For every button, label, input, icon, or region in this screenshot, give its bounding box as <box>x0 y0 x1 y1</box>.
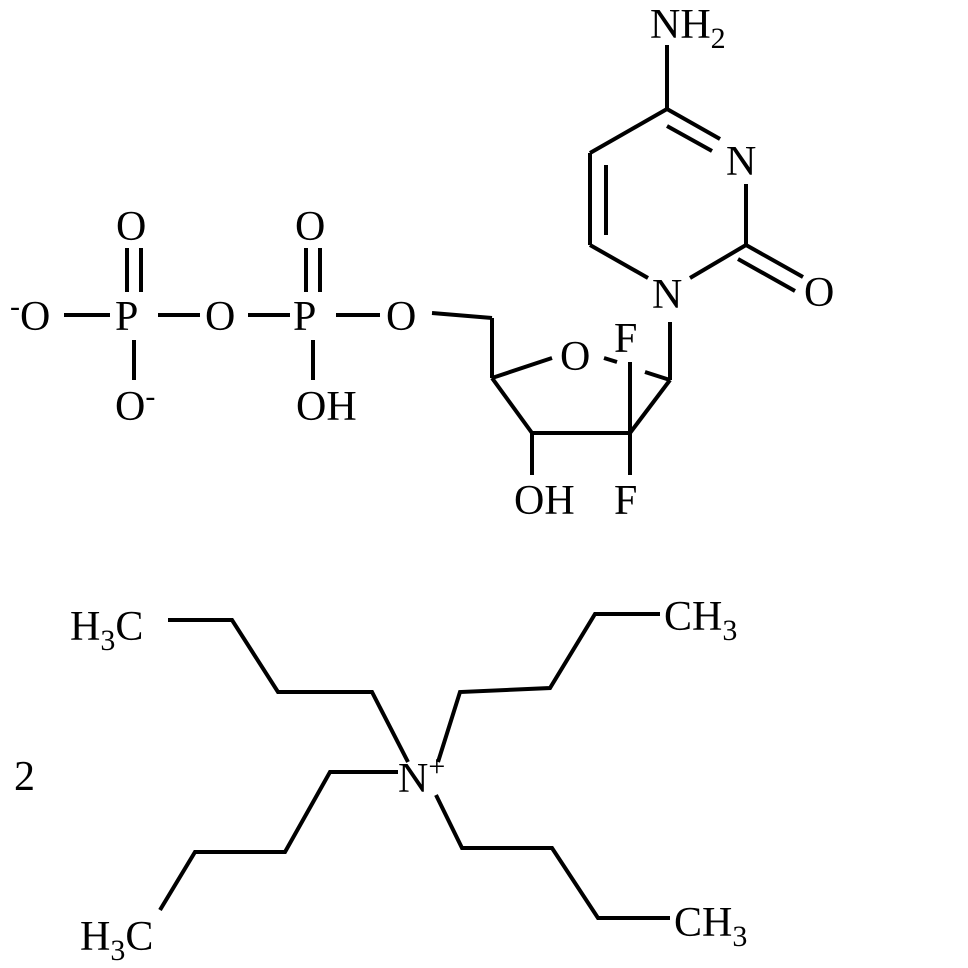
nh2-label: NH2 <box>650 2 726 55</box>
cytosine-bonds <box>588 45 804 380</box>
n3-label: N <box>726 139 756 185</box>
tetrabutylammonium-bonds <box>158 612 670 920</box>
stoichiometry-label: 2 <box>14 754 35 800</box>
hydroxyl-phosphate-label: OH <box>296 384 357 430</box>
hydroxyl-sugar-label: OH <box>514 478 575 524</box>
ring-o-label: O <box>560 334 590 380</box>
oxide-bottom-label: O- <box>115 380 155 430</box>
bridge-o2-label: O <box>386 294 416 340</box>
fluorine-bottom-label: F <box>614 478 637 524</box>
ammonium-n-label: N+ <box>398 750 445 802</box>
phosphate-bonds <box>64 248 380 380</box>
phosphorus-2-label: P <box>293 294 316 340</box>
methyl-label-3: H3C <box>80 914 153 967</box>
oxide-left-label: -O <box>10 290 50 340</box>
methyl-label-4: CH3 <box>674 900 747 953</box>
sugar-bonds <box>431 311 672 475</box>
double-o1-label: O <box>116 204 146 250</box>
phosphorus-1-label: P <box>115 294 138 340</box>
bridge-o1-label: O <box>205 294 235 340</box>
carbonyl-o-label: O <box>804 270 834 316</box>
double-o2-label: O <box>295 204 325 250</box>
n1-label: N <box>652 272 682 318</box>
fluorine-top-label: F <box>614 316 637 362</box>
methyl-label-1: H3C <box>70 604 143 657</box>
methyl-label-2: CH3 <box>664 594 737 647</box>
